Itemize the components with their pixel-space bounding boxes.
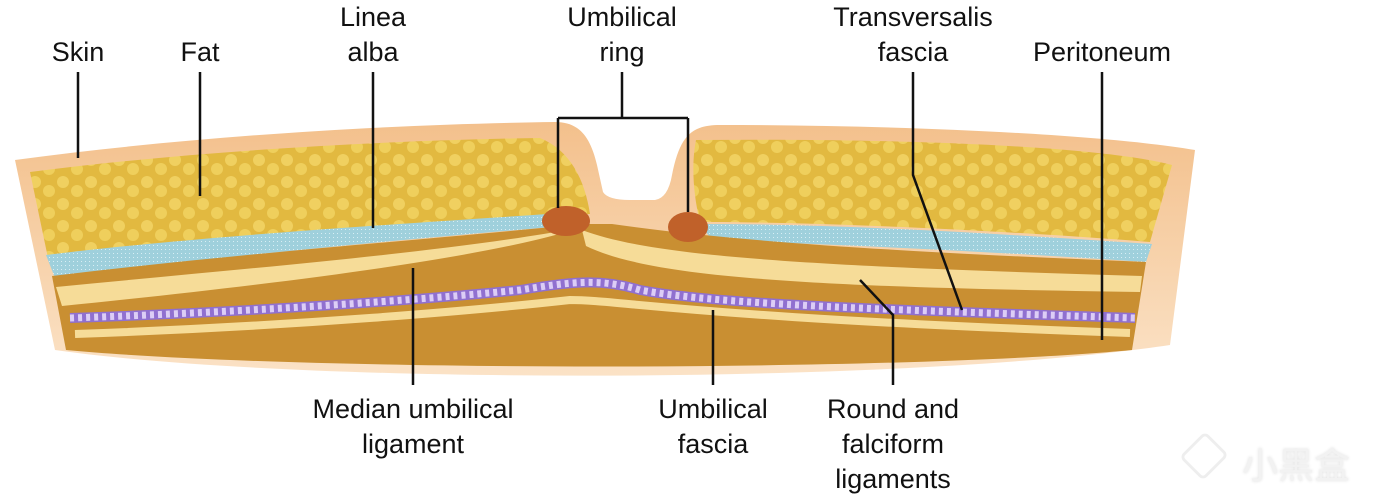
label-line: ligament [361,429,465,459]
label-line: alba [347,37,399,67]
peritoneum-band [74,295,1131,338]
fat-layer-left [30,138,590,258]
label-umbilical-fascia: Umbilical fascia [658,392,768,462]
label-umbilical-ring: Umbilical ring [567,0,677,70]
label-line: falciform [841,429,944,459]
label-peritoneum: Peritoneum [1032,37,1172,67]
label-line: Umbilical [658,394,768,424]
label-line: fascia [877,37,949,67]
label-skin: Skin [51,37,105,67]
umbilical-fascia-stripes [69,278,1136,322]
label-line: ring [599,37,645,67]
linea-alba-right [700,224,1152,262]
muscle-layer [52,224,1146,367]
watermark: 小黑盒 [1242,446,1351,487]
label-line: Linea [339,2,407,32]
label-line: Umbilical [567,2,677,32]
label-fat: Fat [180,37,220,67]
leader-lines [76,72,1104,385]
leader-umbilical-ring [556,72,690,212]
label-line: Median umbilical [312,394,514,424]
nodule-left [542,206,590,236]
ligament-band-left [56,228,578,306]
leader-transversalis-fascia [911,72,964,311]
label-round-falciform-ligaments: Round and falciform ligaments [827,392,959,496]
ligament-band-right [582,230,1142,292]
label-median-umbilical-ligament: Median umbilical ligament [312,392,513,462]
label-transversalis-fascia: Transversalis fascia [833,0,993,70]
leader-round-falciform [859,279,895,385]
label-line: Round and [826,394,960,424]
nodule-right [668,212,708,242]
label-line: Transversalis [833,2,993,32]
fat-layer-right [693,139,1172,242]
label-line: ligaments [835,464,951,494]
label-linea-alba: Linea alba [340,0,406,70]
label-line: fascia [677,429,749,459]
